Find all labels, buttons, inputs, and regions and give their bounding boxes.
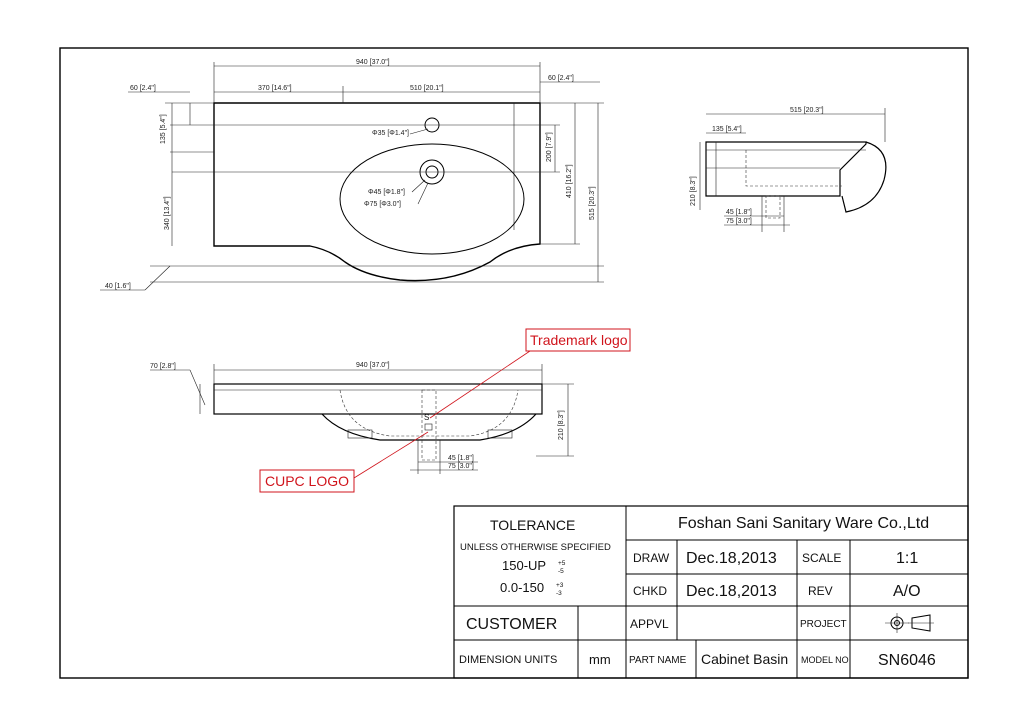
bowl-outline [339, 143, 525, 255]
height-340-label: 340 [13.4"] [164, 196, 171, 230]
rev-value: A/O [893, 583, 921, 600]
appvl-label-label: APPVL [630, 617, 669, 631]
offset-label: 135 [5.4"] [712, 126, 742, 133]
tol1-upper-label: +5 [558, 560, 566, 567]
thickness-label: 70 [2.8"] [150, 363, 176, 370]
hole-35-label: Φ35 [Φ1.4"] [372, 130, 409, 137]
chkd-label-label: CHKD [633, 584, 667, 598]
trademark-callout-box [525, 328, 631, 352]
scale-label-label: SCALE [802, 551, 841, 565]
trademark-callout: Trademark logo [530, 332, 628, 348]
company-name: Foshan Sani Sanitary Ware Co.,Ltd [678, 515, 929, 532]
tol2-range-label: 0.0-150 [500, 580, 544, 595]
part-name-label-label: PART NAME [629, 655, 687, 666]
units-label-label: DIMENSION UNITS [459, 654, 557, 666]
width-label: 515 [20.3"] [790, 107, 824, 114]
hole-45-label: Φ45 [Φ1.8"] [368, 189, 405, 196]
draw-label-label: DRAW [633, 551, 670, 565]
drain-75-label: 75 [3.0"] [448, 463, 474, 470]
tol1-lower-label: -5 [558, 568, 564, 575]
right-offset-label: 60 [2.4"] [548, 75, 574, 82]
depth-410-label: 410 [16.2"] [566, 164, 573, 198]
side-view: 515 [20.3"] 135 [5.4"] 210 [8.3"] 45 [1.… [690, 107, 887, 232]
callouts: Trademark logo CUPC LOGO [259, 328, 631, 493]
chkd-date: Dec.18,2013 [686, 583, 777, 600]
top-view: 940 [37.0"] 370 [14.6"] 510 [20.1"] 60 [… [100, 59, 604, 291]
cupc-callout: CUPC LOGO [265, 473, 349, 489]
seg-right-label: 510 [20.1"] [410, 85, 444, 92]
tol1-range-label: 150-UP [502, 558, 546, 573]
units-value-label: mm [589, 652, 611, 667]
height-label: 210 [8.3"] [558, 410, 565, 440]
height-label: 210 [8.3"] [690, 176, 697, 206]
seg-left-label: 370 [14.6"] [258, 85, 292, 92]
drain-45-label: 45 [1.8"] [448, 455, 474, 462]
width-label: 940 [37.0"] [356, 362, 390, 369]
height-135-label: 135 [5.4"] [160, 114, 167, 144]
left-offset-label: 60 [2.4"] [130, 85, 156, 92]
scale-value: 1:1 [896, 550, 918, 567]
projection-symbol-icon [885, 613, 934, 633]
drain-45-label: 45 [1.8"] [726, 209, 752, 216]
bottom-offset-label: 40 [1.6"] [105, 283, 131, 290]
rev-label-label: REV [808, 584, 833, 598]
model-number: SN6046 [878, 652, 936, 669]
part-name: Cabinet Basin [701, 651, 788, 667]
customer-label: CUSTOMER [466, 616, 557, 633]
tolerance-title: TOLERANCE [490, 517, 575, 533]
model-no-label-label: MODEL NO [801, 655, 849, 665]
drain-75-label: 75 [3.0"] [726, 218, 752, 225]
tol2-upper-label: +3 [556, 582, 564, 589]
depth-200-label: 200 [7.9"] [546, 132, 553, 162]
title-block: TOLERANCE UNLESS OTHERWISE SPECIFIED 150… [453, 505, 969, 679]
front-view: S 940 [37.0"] 70 [2.8"] 210 [8.3"] 45 [1… [150, 362, 574, 474]
overall-width-label: 940 [37.0"] [356, 59, 390, 66]
depth-515-label: 515 [20.3"] [589, 186, 596, 220]
logo-mark: S [424, 413, 429, 422]
cupc-callout-box [259, 469, 355, 493]
tol2-lower-label: -3 [556, 590, 562, 597]
hole-75-label: Φ75 [Φ3.0"] [364, 201, 401, 208]
project-label-label: PROJECT [800, 619, 847, 630]
tolerance-subtitle: UNLESS OTHERWISE SPECIFIED [460, 542, 611, 553]
basin-outline [213, 102, 541, 282]
draw-date: Dec.18,2013 [686, 550, 777, 567]
